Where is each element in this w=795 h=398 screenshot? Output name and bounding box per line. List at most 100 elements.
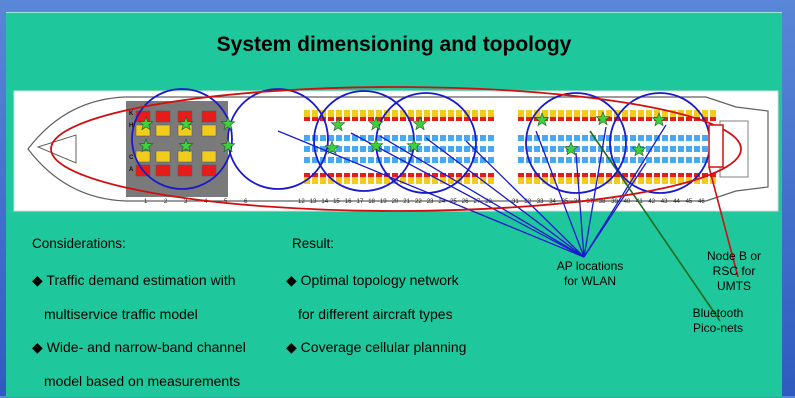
seat: [344, 146, 350, 152]
seat: [472, 110, 478, 117]
seat: [526, 135, 532, 141]
seat: [598, 110, 604, 117]
seat: [368, 110, 374, 117]
row-number: 23: [427, 199, 434, 205]
seat: [448, 146, 454, 152]
row-number: 45: [686, 199, 693, 205]
seat: [440, 157, 446, 163]
seat: [360, 135, 366, 141]
seat: [710, 173, 716, 177]
seat: [488, 110, 494, 117]
seat: [550, 117, 556, 121]
row-number: 38: [599, 199, 606, 205]
seat: [534, 135, 540, 141]
seat: [456, 117, 462, 121]
seat: [376, 177, 382, 184]
seat: [678, 173, 684, 177]
seat: [542, 135, 548, 141]
seat: [336, 117, 342, 121]
seat-letter: K: [129, 111, 134, 117]
seat-letter: A: [129, 167, 134, 173]
seat: [702, 157, 708, 163]
seat: [518, 177, 524, 184]
seat: [518, 110, 524, 117]
seat: [662, 117, 668, 121]
seat: [678, 117, 684, 121]
seat: [368, 117, 374, 121]
seat: [376, 173, 382, 177]
seat: [320, 135, 326, 141]
seat: [368, 135, 374, 141]
row-number: 2: [164, 199, 168, 205]
seat: [448, 135, 454, 141]
access-point-star-icon: [406, 138, 422, 153]
seat: [352, 177, 358, 184]
seat: [598, 177, 604, 184]
seat: [336, 173, 342, 177]
seat: [344, 110, 350, 117]
seat: [638, 173, 644, 177]
row-number: 21: [403, 199, 410, 205]
seat: [574, 110, 580, 117]
seat: [432, 117, 438, 121]
seat: [392, 157, 398, 163]
seat: [416, 135, 422, 141]
nodeb-label-line-2: RSC for: [712, 264, 756, 278]
seat: [622, 117, 628, 121]
result-2: ◆ Coverage cellular planning: [286, 330, 466, 364]
seat: [304, 117, 310, 121]
seat: [550, 110, 556, 117]
seat: [582, 135, 588, 141]
seat: [328, 117, 334, 121]
consideration-2-line-1: Wide- and narrow-band channel: [46, 339, 246, 355]
seat: [360, 177, 366, 184]
seat: [328, 157, 334, 163]
bullet-diamond-icon: ◆: [286, 272, 297, 288]
seat: [566, 173, 572, 177]
bluetooth-label-line-2: Pico-nets: [692, 321, 744, 335]
access-point-star-icon: [178, 138, 194, 153]
seat: [328, 177, 334, 184]
row-number: 39: [611, 199, 618, 205]
seat: [678, 146, 684, 152]
seat: [622, 173, 628, 177]
row-number: 15: [333, 199, 340, 205]
ap-link: [379, 135, 585, 258]
access-point-star-icon: [651, 112, 667, 127]
row-number: 27: [474, 199, 481, 205]
seat: [518, 157, 524, 163]
seat: [480, 117, 486, 121]
seat: [686, 110, 692, 117]
seat: [304, 146, 310, 152]
seat: [558, 110, 564, 117]
seat: [558, 177, 564, 184]
seat: [670, 146, 676, 152]
seat: [432, 146, 438, 152]
seat: [638, 135, 644, 141]
row-number: 19: [380, 199, 387, 205]
seat: [550, 146, 556, 152]
seat: [320, 117, 326, 121]
seat: [654, 157, 660, 163]
seat: [424, 173, 430, 177]
row-number: 20: [392, 199, 399, 205]
seat: [464, 157, 470, 163]
seat: [408, 135, 414, 141]
seat: [304, 173, 310, 177]
seat: [360, 157, 366, 163]
ap-link: [583, 124, 667, 258]
seat: [694, 177, 700, 184]
seat: [360, 117, 366, 121]
first-class-seat: [135, 150, 151, 163]
access-point-star-icon: [138, 116, 154, 131]
access-point-star-icon: [368, 138, 384, 153]
row-number: 16: [345, 199, 352, 205]
seat: [408, 177, 414, 184]
row-number: 46: [698, 199, 705, 205]
seat: [518, 135, 524, 141]
seat: [590, 173, 596, 177]
seat: [488, 135, 494, 141]
seat: [614, 157, 620, 163]
seat: [352, 157, 358, 163]
